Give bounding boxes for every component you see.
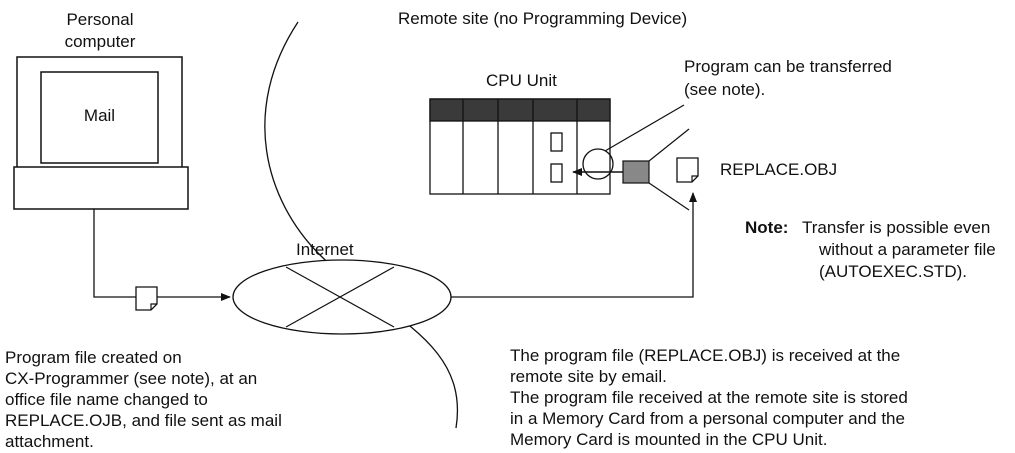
- card-to-file-upper: [648, 128, 690, 162]
- cpu-unit-rack: [429, 98, 611, 195]
- left-caption-line: REPLACE.OJB, and file sent as mail: [5, 411, 282, 430]
- personal-computer-icon: [13, 56, 189, 210]
- right-caption-line: The program file (REPLACE.OBJ) is receiv…: [510, 346, 901, 365]
- transfer-label-pointer: [604, 104, 685, 152]
- left-caption-line: attachment.: [5, 432, 94, 451]
- right-caption-line: The program file received at the remote …: [510, 388, 908, 407]
- note-prefix: Note:: [745, 218, 789, 237]
- cpu-unit-label: CPU Unit: [486, 71, 557, 90]
- memory-card-icon: [622, 160, 650, 184]
- computer-base: [13, 166, 189, 210]
- right-caption-line: Memory Card is mounted in the CPU Unit.: [510, 430, 828, 449]
- internet-label: Internet: [296, 240, 354, 259]
- note-line3: (AUTOEXEC.STD).: [819, 262, 967, 281]
- pc-to-internet-line: [93, 209, 231, 301]
- note-line2: without a parameter file: [819, 240, 996, 259]
- cpu-slot-upper: [550, 132, 563, 152]
- note-line1: Transfer is possible even: [802, 218, 991, 237]
- internet-to-remote-line: [451, 192, 697, 298]
- right-caption-line: remote site by email.: [510, 367, 667, 386]
- left-caption-line: Program file created on: [5, 348, 182, 367]
- file-icon: [135, 286, 158, 311]
- left-caption-line: CX-Programmer (see note), at an: [5, 369, 258, 388]
- site-divider-curve: [264, 21, 459, 429]
- card-to-file-lower: [648, 182, 690, 211]
- cpu-slot-lower: [550, 163, 563, 183]
- mail-screen-text: Mail: [83, 106, 116, 125]
- file-name-label: REPLACE.OBJ: [720, 160, 838, 179]
- transfer-label-line1: Program can be transferred: [684, 57, 892, 76]
- pc-label-line1: Personal: [66, 10, 134, 29]
- internet-cloud: [232, 259, 452, 335]
- transfer-indicator-circle: [582, 148, 614, 180]
- remote-site-label: Remote site (no Programming Device): [398, 9, 688, 28]
- right-caption-line: in a Memory Card from a personal compute…: [510, 409, 905, 428]
- left-caption-line: office file name changed to: [5, 390, 208, 409]
- transfer-label-line2: (see note).: [684, 80, 766, 99]
- pc-label-line2: computer: [64, 32, 136, 51]
- replace-obj-file-icon: [676, 157, 699, 183]
- monitor-screen: [40, 71, 159, 164]
